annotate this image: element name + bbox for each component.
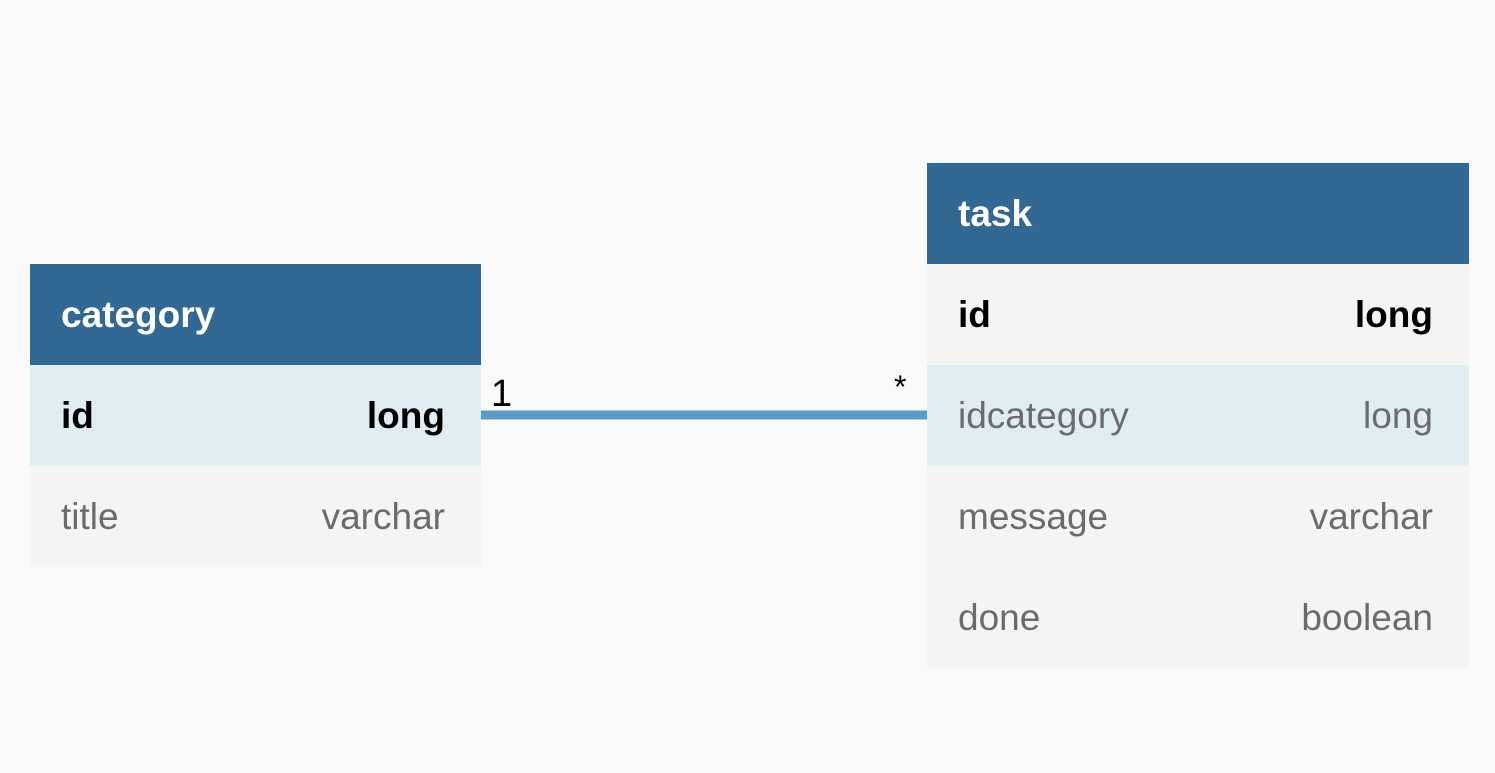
table-title: category bbox=[61, 293, 216, 335]
column-type: boolean bbox=[1301, 596, 1433, 638]
cardinality-one: 1 bbox=[491, 373, 512, 415]
table-row-id[interactable]: id long bbox=[927, 264, 1469, 365]
column-type: varchar bbox=[321, 495, 445, 537]
column-type: long bbox=[366, 394, 445, 436]
table-category[interactable]: category id long title varchar bbox=[30, 264, 481, 567]
table-row-title[interactable]: title varchar bbox=[30, 466, 481, 567]
table-row-id[interactable]: id long bbox=[30, 365, 481, 466]
column-name: message bbox=[958, 495, 1109, 537]
cardinality-many: * bbox=[894, 369, 906, 405]
column-name: id bbox=[958, 293, 991, 335]
column-type: long bbox=[1354, 293, 1433, 335]
column-type: long bbox=[1363, 394, 1433, 436]
column-type: varchar bbox=[1309, 495, 1433, 537]
table-task[interactable]: task id long idcategory long message var… bbox=[927, 163, 1469, 668]
table-title: task bbox=[958, 192, 1033, 234]
table-header[interactable]: task bbox=[927, 163, 1469, 264]
table-row-message[interactable]: message varchar bbox=[927, 466, 1469, 567]
column-name: id bbox=[61, 394, 94, 436]
column-name: done bbox=[958, 596, 1041, 638]
table-row-done[interactable]: done boolean bbox=[927, 567, 1469, 668]
table-row-idcategory[interactable]: idcategory long bbox=[927, 365, 1469, 466]
column-name: idcategory bbox=[958, 394, 1129, 436]
table-header[interactable]: category bbox=[30, 264, 481, 365]
column-name: title bbox=[61, 495, 119, 537]
